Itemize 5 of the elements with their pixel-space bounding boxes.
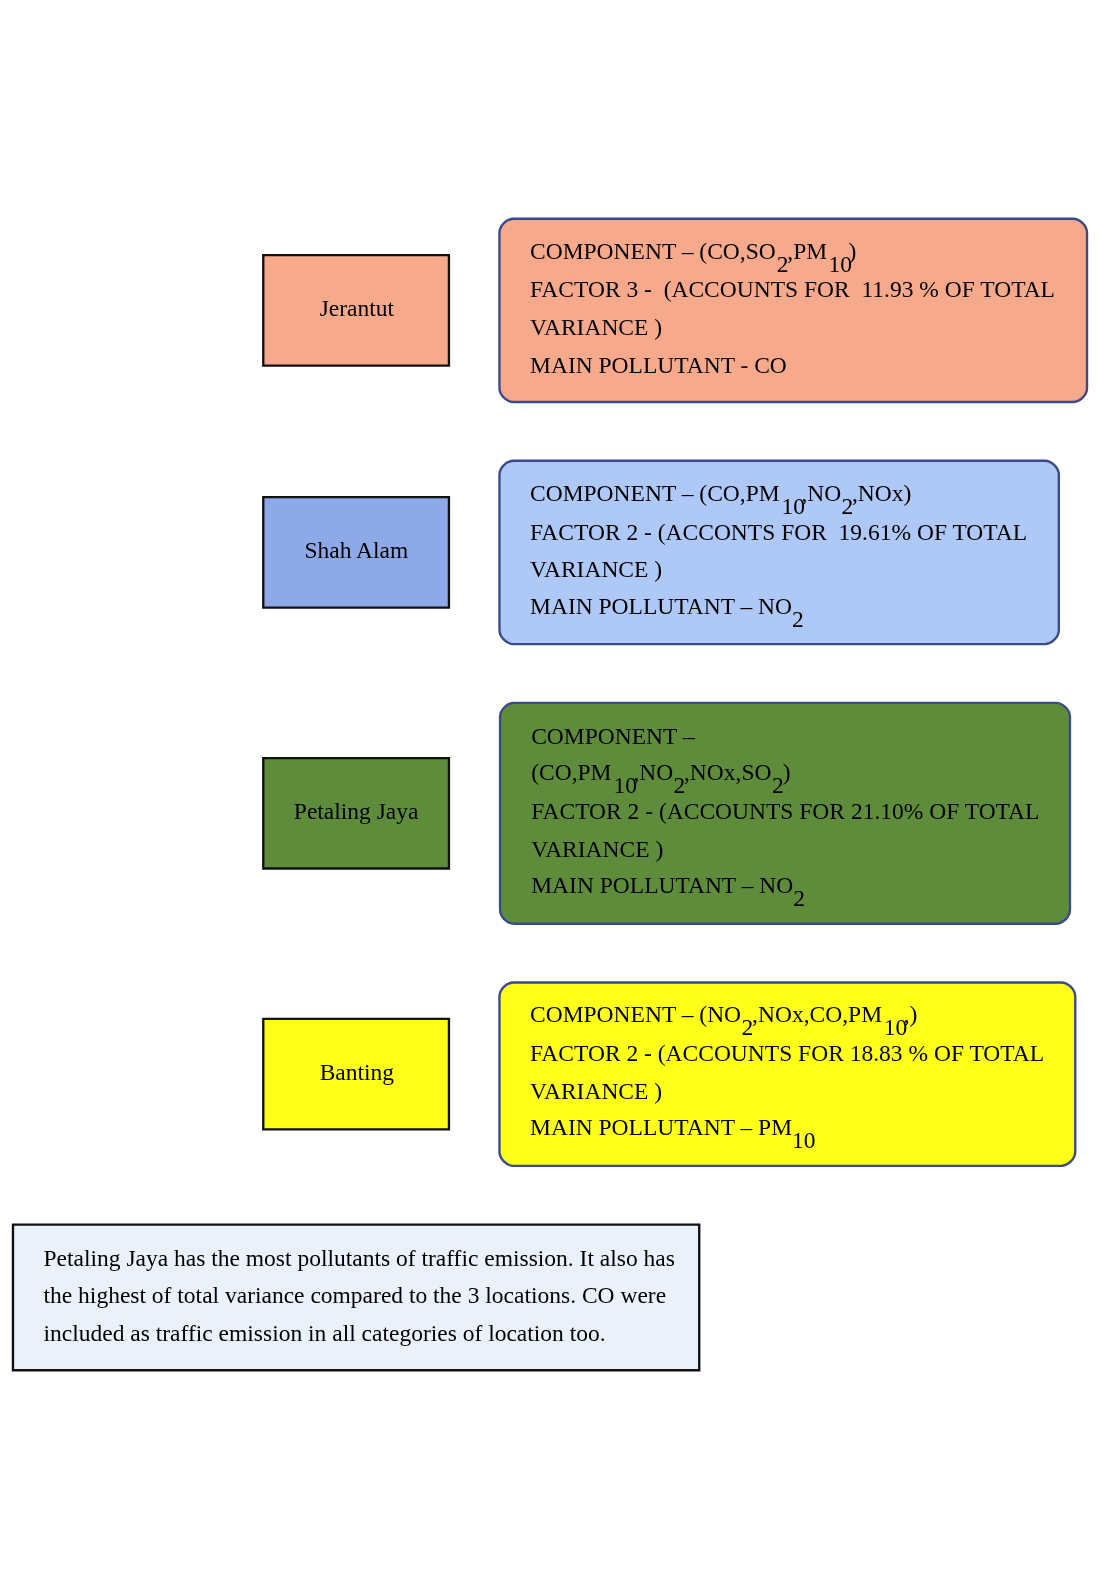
node-box: Petaling Jaya has the most pollutants of traffic emission. It also has the highest of total variance compared to the 3 locations. CO were included as traffic emission in all categories of location too. xyxy=(11,1223,701,1372)
node-box: Petaling Jaya xyxy=(262,756,451,870)
node-box: Jerantut xyxy=(262,253,451,367)
node-box: Shah Alam xyxy=(262,496,451,609)
node-box: Banting xyxy=(262,1017,451,1131)
